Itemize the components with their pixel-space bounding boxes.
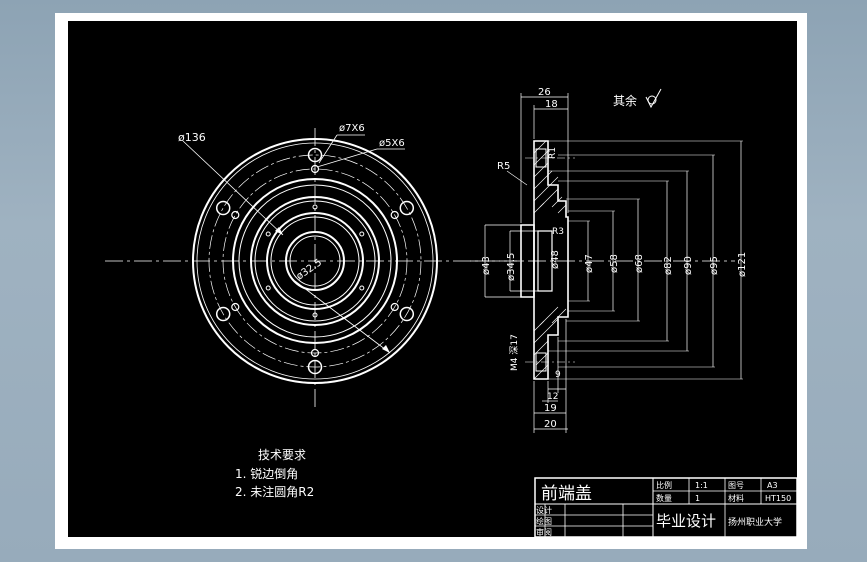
vertical-dim-lines [484, 155, 714, 367]
tb-label-draw: 绘图 [536, 516, 552, 526]
bolt-circle [208, 154, 422, 368]
ring-d [270, 216, 360, 306]
bolt-hole [399, 306, 415, 322]
cad-drawing: ø136 ø7X6 ø5X6 ø32.5 [68, 21, 798, 538]
bolt-hole [399, 200, 415, 216]
arrow [275, 227, 283, 235]
boss-outline [520, 224, 535, 298]
ring-hole [265, 285, 271, 291]
outer-flange [192, 138, 438, 384]
small-hole [310, 348, 320, 358]
section-outline [533, 140, 569, 380]
leader-outer-dia [182, 140, 284, 236]
ring-c [266, 212, 364, 310]
tb-cell: 1:1 [695, 481, 708, 490]
dim-r1: R1 [548, 147, 558, 159]
boss-outer [232, 178, 398, 344]
bolt-hole [215, 306, 231, 322]
top-dim-lines [520, 93, 569, 223]
dim-d68: ø68 [634, 254, 645, 273]
bolt-hole [215, 200, 231, 216]
small-hole [231, 210, 240, 220]
dim-r5: R5 [497, 161, 510, 172]
dim-thread: M4 深17 [509, 334, 520, 371]
dim-d34-5: ø34.5 [506, 253, 517, 281]
ring-hole [312, 204, 318, 210]
outer-bolt-holes [215, 147, 415, 375]
ring-hole [312, 312, 318, 318]
roughness-note: 其余 [613, 93, 637, 108]
bore-outline [537, 230, 553, 292]
dim-d95: ø95 [709, 256, 720, 275]
roughness-icon [645, 88, 662, 109]
leader-r5 [506, 170, 528, 186]
bolt-hole [307, 359, 323, 375]
ring-b [254, 200, 376, 322]
tb-cell: 比例 [656, 480, 672, 490]
leader-hole-a [318, 134, 338, 164]
dim-19: 19 [544, 403, 557, 414]
technical-notes: 技术要求 1. 锐边倒角 2. 未注圆角R2 [235, 448, 314, 499]
inner-small-holes [231, 164, 399, 358]
note-item-2: 2. 未注圆角R2 [235, 484, 314, 499]
dim-12: 12 [547, 392, 558, 402]
extension-lines [548, 154, 715, 368]
bottom-dim-lines [533, 319, 568, 433]
label-hole-a: ø7X6 [339, 123, 365, 134]
school-title: 毕业设计 [656, 512, 716, 530]
small-hole [310, 164, 320, 174]
small-hole [390, 302, 399, 312]
arrow [382, 345, 390, 353]
tb-cell: HT150 [765, 494, 791, 503]
outer-chamfer [196, 142, 434, 380]
small-hole [390, 210, 399, 220]
ring-hole [265, 231, 271, 237]
dim-d90: ø90 [683, 256, 694, 275]
boss-step [238, 184, 392, 338]
bore-inner [289, 235, 341, 287]
ring-hole [359, 231, 365, 237]
dim-d43: ø43 [481, 256, 492, 275]
dim-9: 9 [555, 370, 561, 380]
part-name: 前端盖 [541, 484, 592, 504]
notes-heading: 技术要求 [258, 448, 306, 462]
leader-hole-b [316, 148, 378, 168]
dim-d82: ø82 [663, 256, 674, 275]
title-block-frame [534, 477, 798, 538]
note-item-1: 1. 锐边倒角 [235, 467, 298, 481]
tb-cell: 数量 [656, 493, 672, 503]
label-outer-dia: ø136 [178, 131, 206, 144]
bolt-hole [307, 147, 323, 163]
small-hole [231, 302, 240, 312]
ring-a [250, 196, 380, 326]
ring-holes [265, 204, 365, 318]
hole-circle [222, 168, 408, 354]
drawing-border [68, 21, 797, 537]
dim-d121: ø121 [737, 252, 748, 277]
bore-outer [285, 231, 345, 291]
dim-18: 18 [545, 99, 558, 110]
dim-r3: R3 [552, 227, 564, 237]
school-name: 扬州职业大学 [728, 516, 782, 528]
drawing-sheet: ø136 ø7X6 ø5X6 ø32.5 [55, 13, 807, 549]
ring-hole [359, 285, 365, 291]
dim-26: 26 [538, 87, 551, 98]
tb-cell: 图号 [728, 481, 744, 490]
dim-20: 20 [544, 419, 557, 430]
hatch-bottom [533, 306, 567, 380]
front-view: ø136 ø7X6 ø5X6 ø32.5 [105, 123, 520, 408]
tb-cell: A3 [767, 481, 778, 490]
dim-d58: ø58 [609, 254, 620, 273]
label-hole-b: ø5X6 [379, 138, 405, 149]
tb-cell: 材料 [728, 493, 744, 503]
dim-d47: ø47 [584, 254, 595, 273]
title-block: 前端盖 设计 绘图 审阅 毕业设计 扬州职业大学 比例 1:1 图号 A3 数量… [534, 477, 798, 538]
leader-bore [294, 280, 391, 354]
tb-label-design: 设计 [536, 505, 552, 515]
dim-d48: ø48 [550, 250, 561, 269]
tb-cell: 1 [695, 494, 700, 503]
tb-label-review: 审阅 [536, 527, 552, 537]
side-view: 26 18 R5 R3 R1 ø43 ø34.5 ø48 ø47 ø58 ø68… [470, 87, 748, 433]
